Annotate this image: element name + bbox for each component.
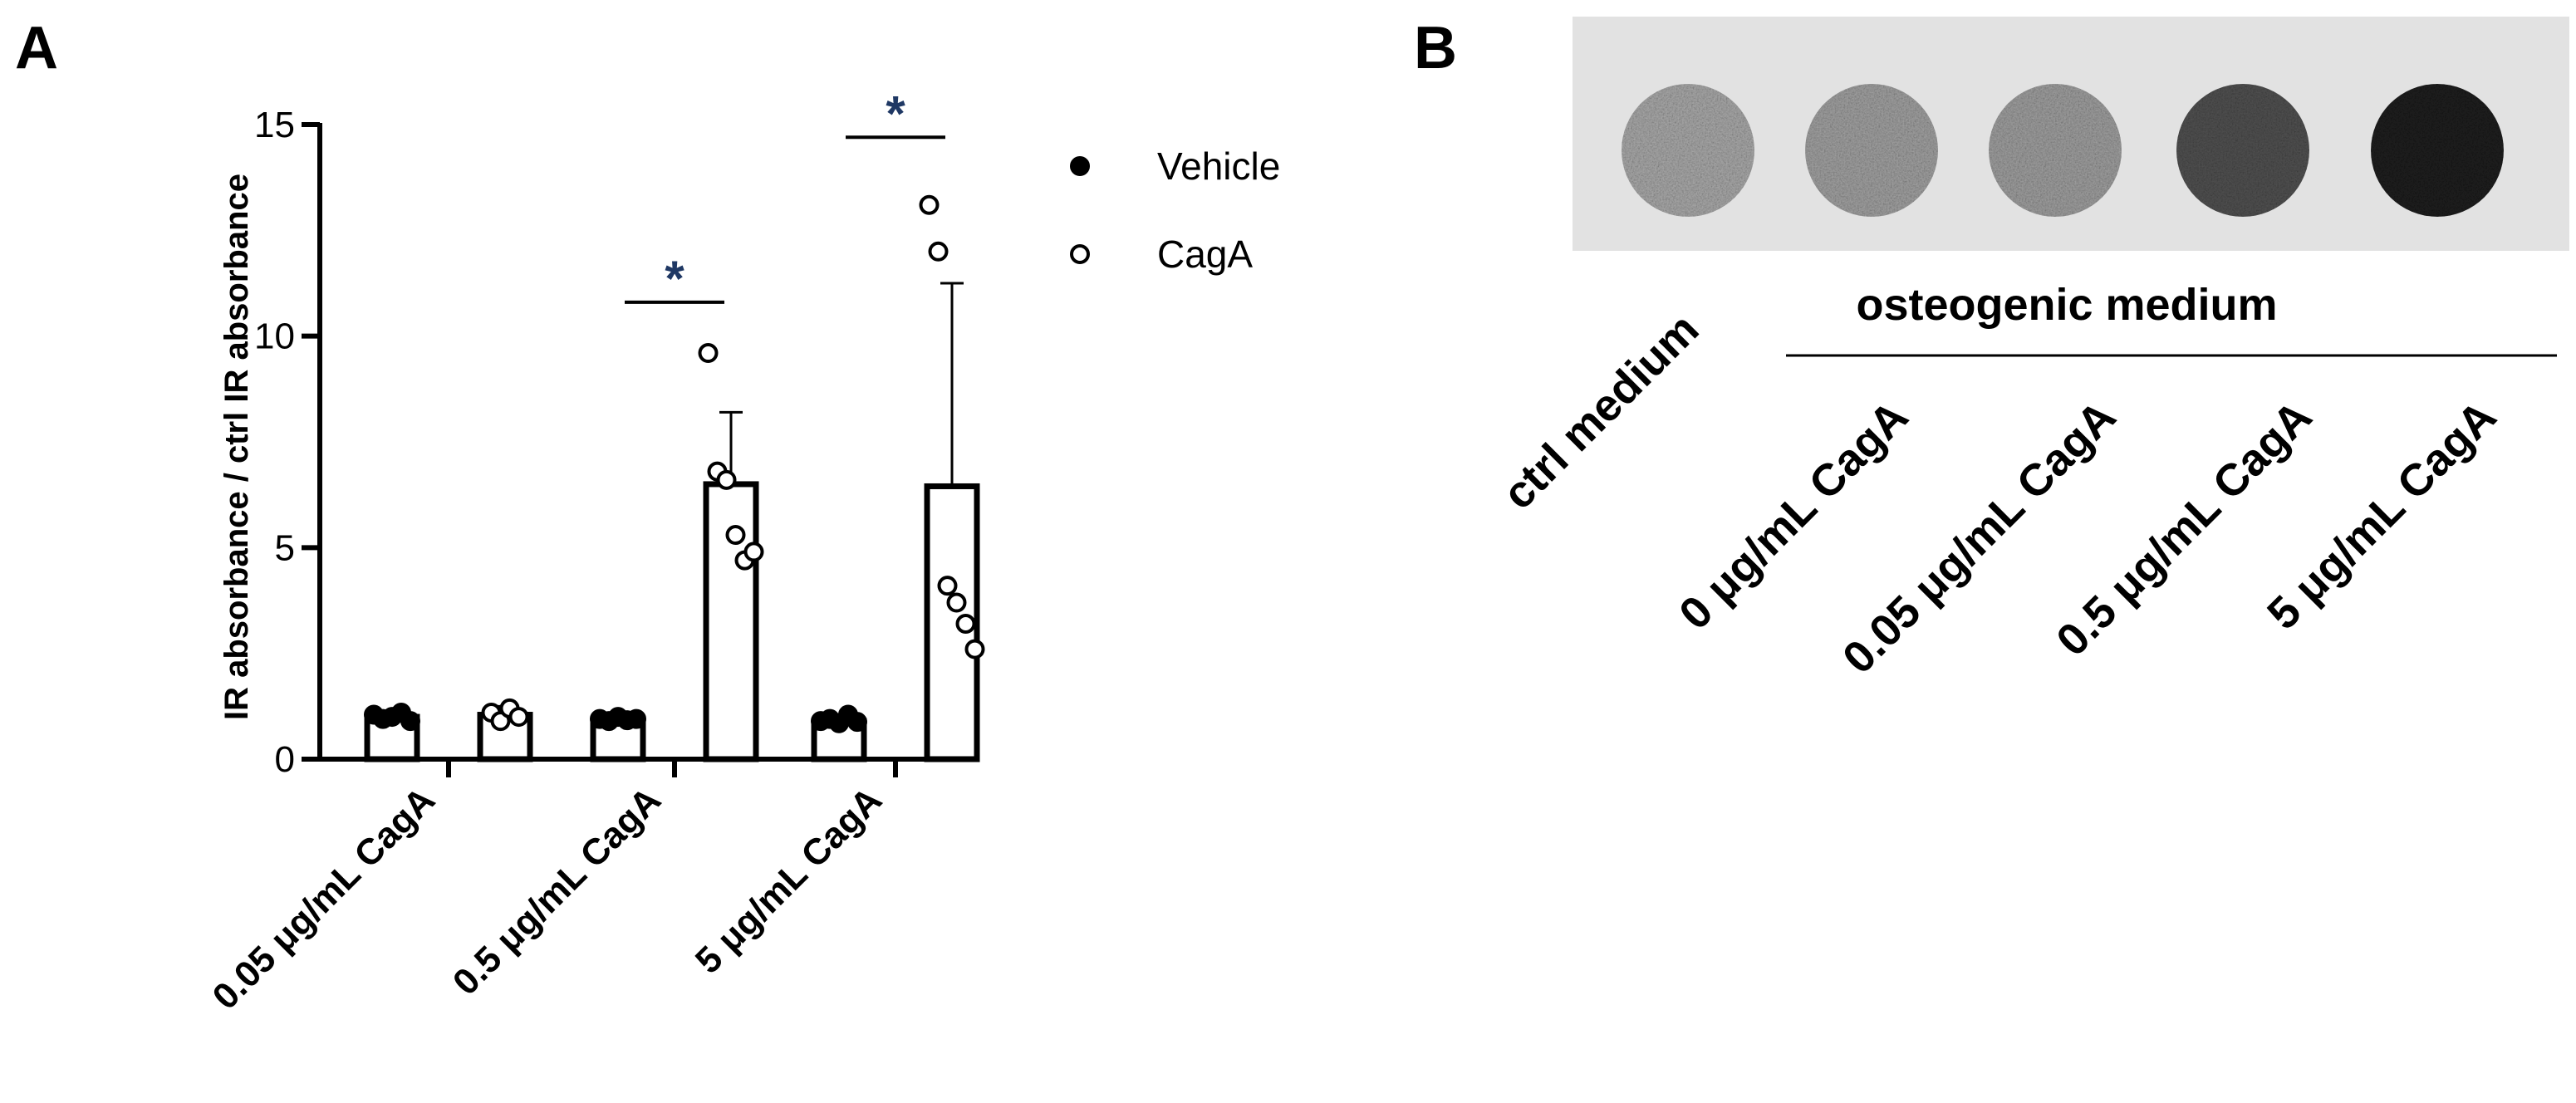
data-point bbox=[626, 708, 646, 729]
x-tick-label: 0.05 μg/mL CagA bbox=[205, 779, 444, 1017]
significance-star: * bbox=[665, 251, 684, 306]
y-tick-label: 15 bbox=[254, 105, 295, 145]
data-point bbox=[964, 639, 985, 659]
data-point bbox=[919, 194, 940, 215]
dot-blot bbox=[1573, 17, 2569, 251]
data-point bbox=[716, 469, 737, 490]
chart-bars bbox=[364, 481, 980, 762]
legend-label: CagA bbox=[1157, 233, 1253, 276]
x-tick-label: 0.5 μg/mL CagA bbox=[445, 779, 669, 1003]
data-point bbox=[698, 343, 719, 364]
data-point bbox=[955, 614, 976, 635]
y-tick-label: 0 bbox=[275, 739, 295, 780]
data-point bbox=[946, 592, 967, 613]
significance-star: * bbox=[886, 86, 905, 141]
legend-label: Vehicle bbox=[1157, 145, 1280, 188]
y-axis-label: IR absorbance / ctrl IR absorbance bbox=[218, 174, 255, 720]
bar bbox=[703, 481, 759, 762]
blot-spot bbox=[1622, 84, 1754, 217]
panel-a-label: A bbox=[15, 15, 58, 81]
chart-points bbox=[364, 194, 985, 733]
blot-label: ctrl medium bbox=[1494, 304, 1709, 519]
x-tick-label: 5 μg/mL CagA bbox=[688, 779, 890, 981]
dot-blot-spots bbox=[1622, 84, 2504, 217]
panel-b-label: B bbox=[1414, 15, 1457, 81]
data-point bbox=[400, 711, 420, 732]
osteogenic-medium-label: osteogenic medium bbox=[1856, 280, 2277, 330]
chart-error-bars bbox=[380, 282, 964, 722]
legend-marker bbox=[1070, 156, 1090, 176]
y-tick-label: 5 bbox=[275, 527, 295, 568]
data-point bbox=[928, 241, 949, 262]
data-point bbox=[743, 542, 764, 562]
data-point bbox=[508, 707, 529, 728]
blot-spot bbox=[2176, 84, 2309, 217]
blot-spot bbox=[2371, 84, 2504, 217]
data-point bbox=[847, 712, 867, 733]
data-point bbox=[725, 525, 746, 546]
data-point bbox=[937, 576, 958, 596]
legend-marker bbox=[1070, 244, 1090, 264]
blot-spot bbox=[1805, 84, 1938, 217]
blot-spot bbox=[1989, 84, 2122, 217]
chart-annotations: ** bbox=[625, 86, 945, 306]
y-tick-label: 10 bbox=[254, 316, 295, 357]
